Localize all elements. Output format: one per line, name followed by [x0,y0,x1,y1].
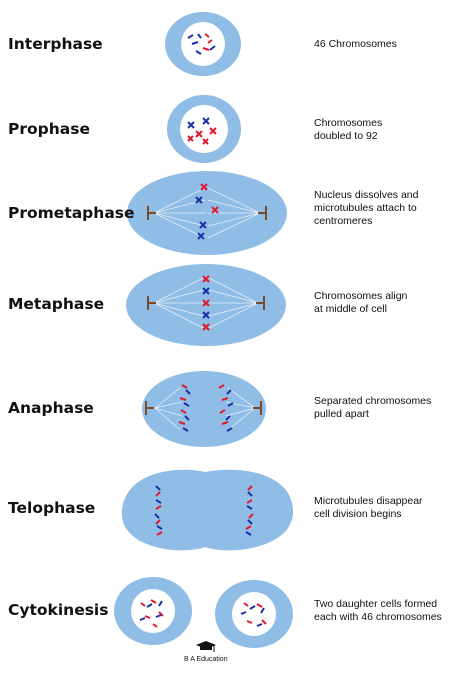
description-line: 46 Chromosomes [314,38,397,50]
description-line: Chromosomes [314,117,383,129]
cytokinesis-cells [114,577,293,648]
stage-label-anaphase: Anaphase [8,399,94,417]
description-line: cell division begins [314,508,402,520]
stage-label-metaphase: Metaphase [8,295,105,313]
description-line: Nucleus dissolves and [314,189,419,201]
description-line: Two daughter cells formed [314,598,438,610]
description-line: at middle of cell [314,303,387,315]
interphase-cell [165,12,241,76]
stage-label-cytokinesis: Cytokinesis [8,601,109,619]
prometaphase-cell [127,171,287,255]
anaphase-cell [142,371,266,447]
stage-label-interphase: Interphase [8,35,103,53]
description-line: pulled apart [314,408,369,420]
description-line: Microtubules disappear [314,495,423,507]
description-line: each with 46 chromosomes [314,611,442,623]
stage-description-telophase: Microtubules disappear cell division beg… [314,495,423,521]
credit-text: B A Education [184,656,228,663]
stage-label-prometaphase: Prometaphase [8,204,135,222]
stage-description-cytokinesis: Two daughter cells formed each with 46 c… [314,598,442,624]
stage-label-telophase: Telophase [8,499,96,517]
metaphase-cell [126,264,286,346]
stage-description-interphase: 46 Chromosomes [314,38,397,51]
stage-description-prophase: Chromosomes doubled to 92 [314,117,382,143]
graduation-cap-icon [196,641,216,652]
stage-label-prophase: Prophase [8,120,90,138]
description-line: microtubules attach to [314,202,417,214]
telophase-cell [121,469,294,551]
description-line: centromeres [314,215,373,227]
stage-description-metaphase: Chromosomes align at middle of cell [314,290,407,316]
prophase-cell [167,95,241,163]
stage-description-prometaphase: Nucleus dissolves and microtubules attac… [314,189,418,228]
description-line: Separated chromosomes [314,395,432,407]
stage-description-anaphase: Separated chromosomes pulled apart [314,395,431,421]
description-line: doubled to 92 [314,130,378,142]
description-line: Chromosomes align [314,290,408,302]
